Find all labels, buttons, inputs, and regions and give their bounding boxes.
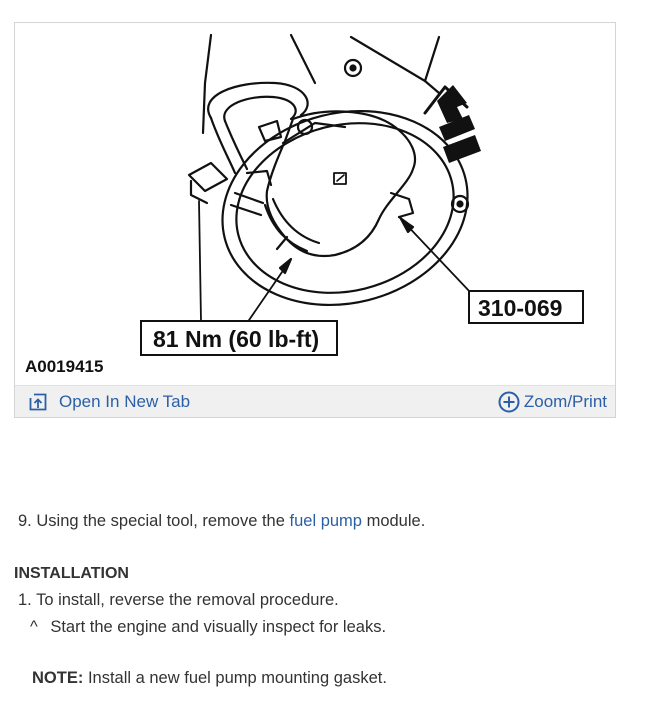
installation-step-1: 1. To install, reverse the removal proce… xyxy=(18,590,339,610)
fuel-pump-link[interactable]: fuel pump xyxy=(289,512,362,530)
caret-bullet: ^ xyxy=(30,618,38,636)
torque-callout-box xyxy=(140,320,338,356)
note: NOTE: Install a new fuel pump mounting g… xyxy=(32,668,387,688)
zoom-print-link[interactable]: Zoom/Print xyxy=(498,391,607,413)
tool-callout-box xyxy=(468,290,584,324)
installation-heading: INSTALLATION xyxy=(14,565,129,582)
step-text-end: module. xyxy=(366,512,426,530)
note-text: Install a new fuel pump mounting gasket. xyxy=(87,669,387,687)
sub-text: Start the engine and visually inspect fo… xyxy=(50,618,387,636)
open-in-new-tab-icon xyxy=(29,393,47,411)
step-number: 9. xyxy=(18,512,32,530)
installation-sub-bullet: ^ Start the engine and visually inspect … xyxy=(30,617,386,637)
tool-callout-text: 310-069 xyxy=(478,295,562,321)
figure-card: 81 Nm (60 lb-ft) 310-069 A0019415 Open I… xyxy=(14,22,616,418)
note-label: NOTE: xyxy=(32,669,84,687)
step-text: To install, reverse the removal procedur… xyxy=(36,591,339,609)
figure-toolbar: Open In New Tab Zoom/Print xyxy=(15,385,615,417)
removal-step-9: 9. Using the special tool, remove the fu… xyxy=(18,511,425,531)
zoom-plus-icon xyxy=(498,391,520,413)
step-number: 1. xyxy=(18,591,32,609)
torque-callout-text: 81 Nm (60 lb-ft) xyxy=(153,326,319,352)
fuel-pump-diagram: 81 Nm (60 lb-ft) 310-069 A0019415 xyxy=(15,23,615,385)
open-in-new-tab-label: Open In New Tab xyxy=(59,392,191,411)
open-in-new-tab-link[interactable]: Open In New Tab xyxy=(29,391,190,413)
zoom-print-label: Zoom/Print xyxy=(523,392,607,411)
step-text: Using the special tool, remove the xyxy=(36,512,285,530)
diagram-svg: 81 Nm (60 lb-ft) 310-069 A0019415 xyxy=(25,33,584,376)
figure-id: A0019415 xyxy=(25,357,103,376)
